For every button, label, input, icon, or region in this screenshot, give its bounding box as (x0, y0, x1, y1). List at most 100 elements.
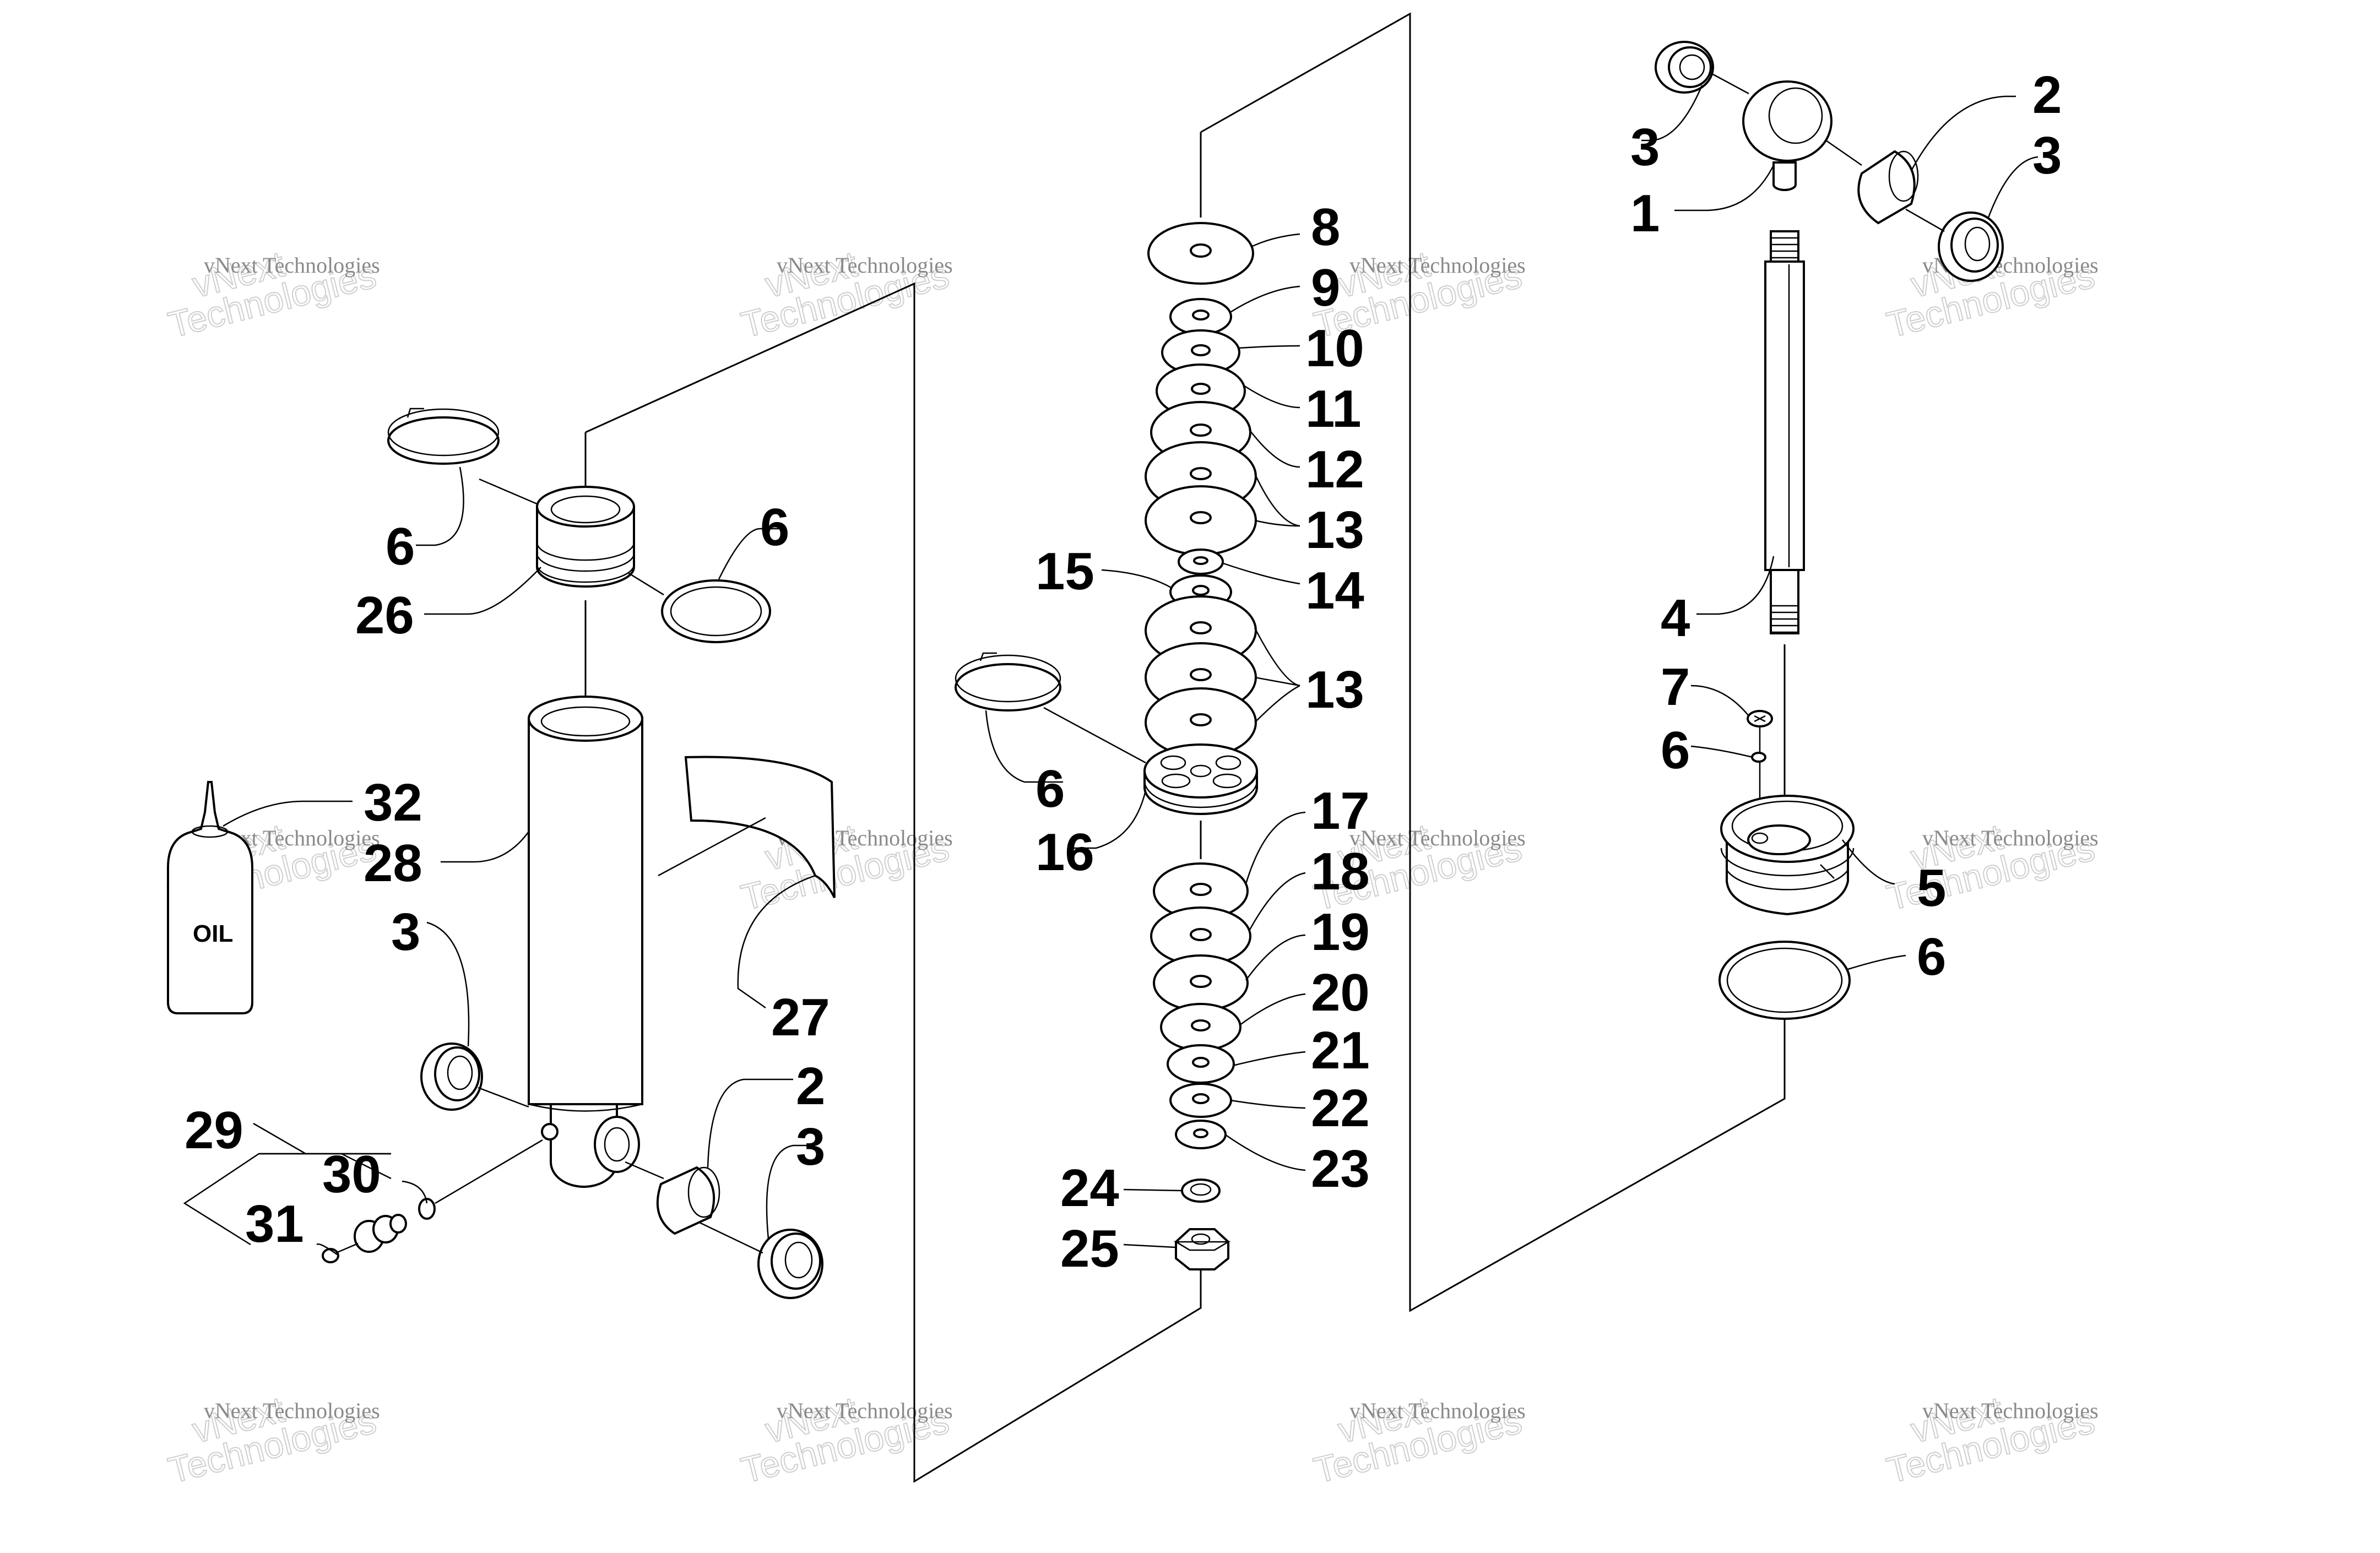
leader-line (416, 466, 464, 546)
screw-part (1747, 710, 1773, 804)
right-assembly (1641, 41, 2039, 1020)
leader-line (766, 1144, 810, 1240)
bushing-part (1938, 211, 2004, 282)
shim-hole (1192, 585, 1210, 596)
watermark: vNext Technologies (1882, 1388, 2099, 1491)
leader-line (699, 1221, 763, 1254)
part-label: 4 (1661, 589, 1690, 648)
leader-line (426, 921, 470, 1047)
part-label: 3 (1630, 118, 1660, 177)
leader-line (1232, 1051, 1306, 1067)
leader-line (1239, 993, 1306, 1027)
shim-hole (1191, 1019, 1211, 1031)
shim-hole (1191, 344, 1211, 356)
part-label: 6 (1661, 721, 1690, 780)
part-label: 12 (1305, 440, 1364, 499)
leader-line (1224, 1133, 1306, 1171)
part-label: 14 (1305, 561, 1364, 620)
watermark-text: vNext Technologies (1922, 826, 2099, 850)
shim-hole (1192, 1093, 1210, 1104)
shim-hole (1193, 1128, 1208, 1138)
leader-line (1641, 85, 1703, 142)
right-leader-lines (1641, 73, 2039, 970)
leader-line (1987, 156, 2039, 218)
part-label: 23 (1311, 1139, 1370, 1198)
part-label: 7 (1661, 658, 1690, 716)
leader-line (1243, 384, 1300, 409)
oil-bottle-label: OIL (193, 920, 233, 947)
split-ring-part (387, 408, 500, 465)
shim-hole (1192, 1057, 1210, 1068)
part-label: 27 (771, 988, 830, 1047)
part-label: 6 (1036, 759, 1065, 818)
valve-part (322, 1198, 436, 1263)
left-panel-outline (585, 282, 1202, 1483)
part-label: 17 (1311, 781, 1370, 840)
leader-line (341, 1153, 392, 1180)
bushing-part (420, 1042, 483, 1111)
watermark-text: vNext Technologies (1349, 253, 1526, 278)
shim-hole (1190, 621, 1212, 634)
part-label: 11 (1305, 379, 1361, 438)
watermark: vNext Technologies (736, 243, 953, 346)
part-label: 20 (1311, 963, 1370, 1022)
leader-line (1245, 934, 1306, 981)
part-label: 10 (1305, 319, 1364, 378)
leader-line (253, 1122, 306, 1155)
part-label: 6 (1917, 927, 1946, 986)
leader-line (1910, 95, 2016, 171)
leader-line (1123, 1188, 1183, 1192)
leader-line (424, 567, 541, 615)
leader-line (658, 817, 766, 877)
part-label: 21 (1311, 1021, 1370, 1080)
center-leader-lines (985, 233, 1306, 1248)
sleeve-part (656, 1166, 720, 1235)
part-label: 2 (2032, 66, 2062, 124)
bushing-part (1655, 41, 1714, 94)
leader-line (1101, 569, 1173, 589)
leader-line (1847, 954, 1906, 970)
watermark-text: vNext Technologies (777, 253, 953, 278)
leader-line (1254, 627, 1300, 687)
leader-line (625, 1161, 664, 1180)
watermark-text: vNext Technologies (1349, 826, 1526, 850)
watermark: vNext Technologies (164, 243, 381, 346)
shim-hole (1190, 883, 1212, 896)
part-label: 6 (760, 498, 789, 557)
oil-bottle-part: OIL (167, 781, 253, 1014)
center-valve-stack (955, 222, 1306, 1270)
watermark-text: vNext Technologies (204, 1398, 380, 1423)
shock-body-part (528, 696, 643, 1188)
spacer-hole (1193, 556, 1208, 565)
leader-line (1229, 285, 1300, 314)
left-leader-lines (183, 466, 816, 1256)
small-o-ring-part (1751, 752, 1766, 763)
left-assembly: OIL (167, 408, 836, 1299)
leader-line (1254, 685, 1300, 723)
leader-line (1690, 745, 1753, 758)
leader-line (441, 831, 530, 863)
sleeve-part (1857, 150, 1919, 225)
part-label: 2 (796, 1057, 825, 1116)
leader-line (316, 1243, 338, 1256)
shim-hole (1191, 383, 1211, 395)
piston-part (1143, 743, 1258, 815)
leader-line (1074, 790, 1147, 849)
leader-line (707, 1078, 793, 1168)
watermark: vNext Technologies (1882, 816, 2099, 919)
leader-line (737, 875, 816, 1009)
leader-line (1123, 1244, 1177, 1248)
part-label: 18 (1311, 842, 1370, 901)
watermark-text: vNext Technologies (1349, 1398, 1526, 1423)
leader-line (1221, 562, 1300, 585)
part-label: 29 (185, 1101, 243, 1160)
part-label: 8 (1311, 198, 1340, 257)
heat-shield-part (684, 756, 836, 898)
part-label: 3 (2032, 126, 2062, 185)
part-label: 31 (245, 1194, 304, 1253)
end-cap-part (536, 486, 635, 588)
shim-hole (1190, 713, 1212, 726)
leader-line (402, 1180, 428, 1204)
part-label: 13 (1305, 501, 1364, 560)
